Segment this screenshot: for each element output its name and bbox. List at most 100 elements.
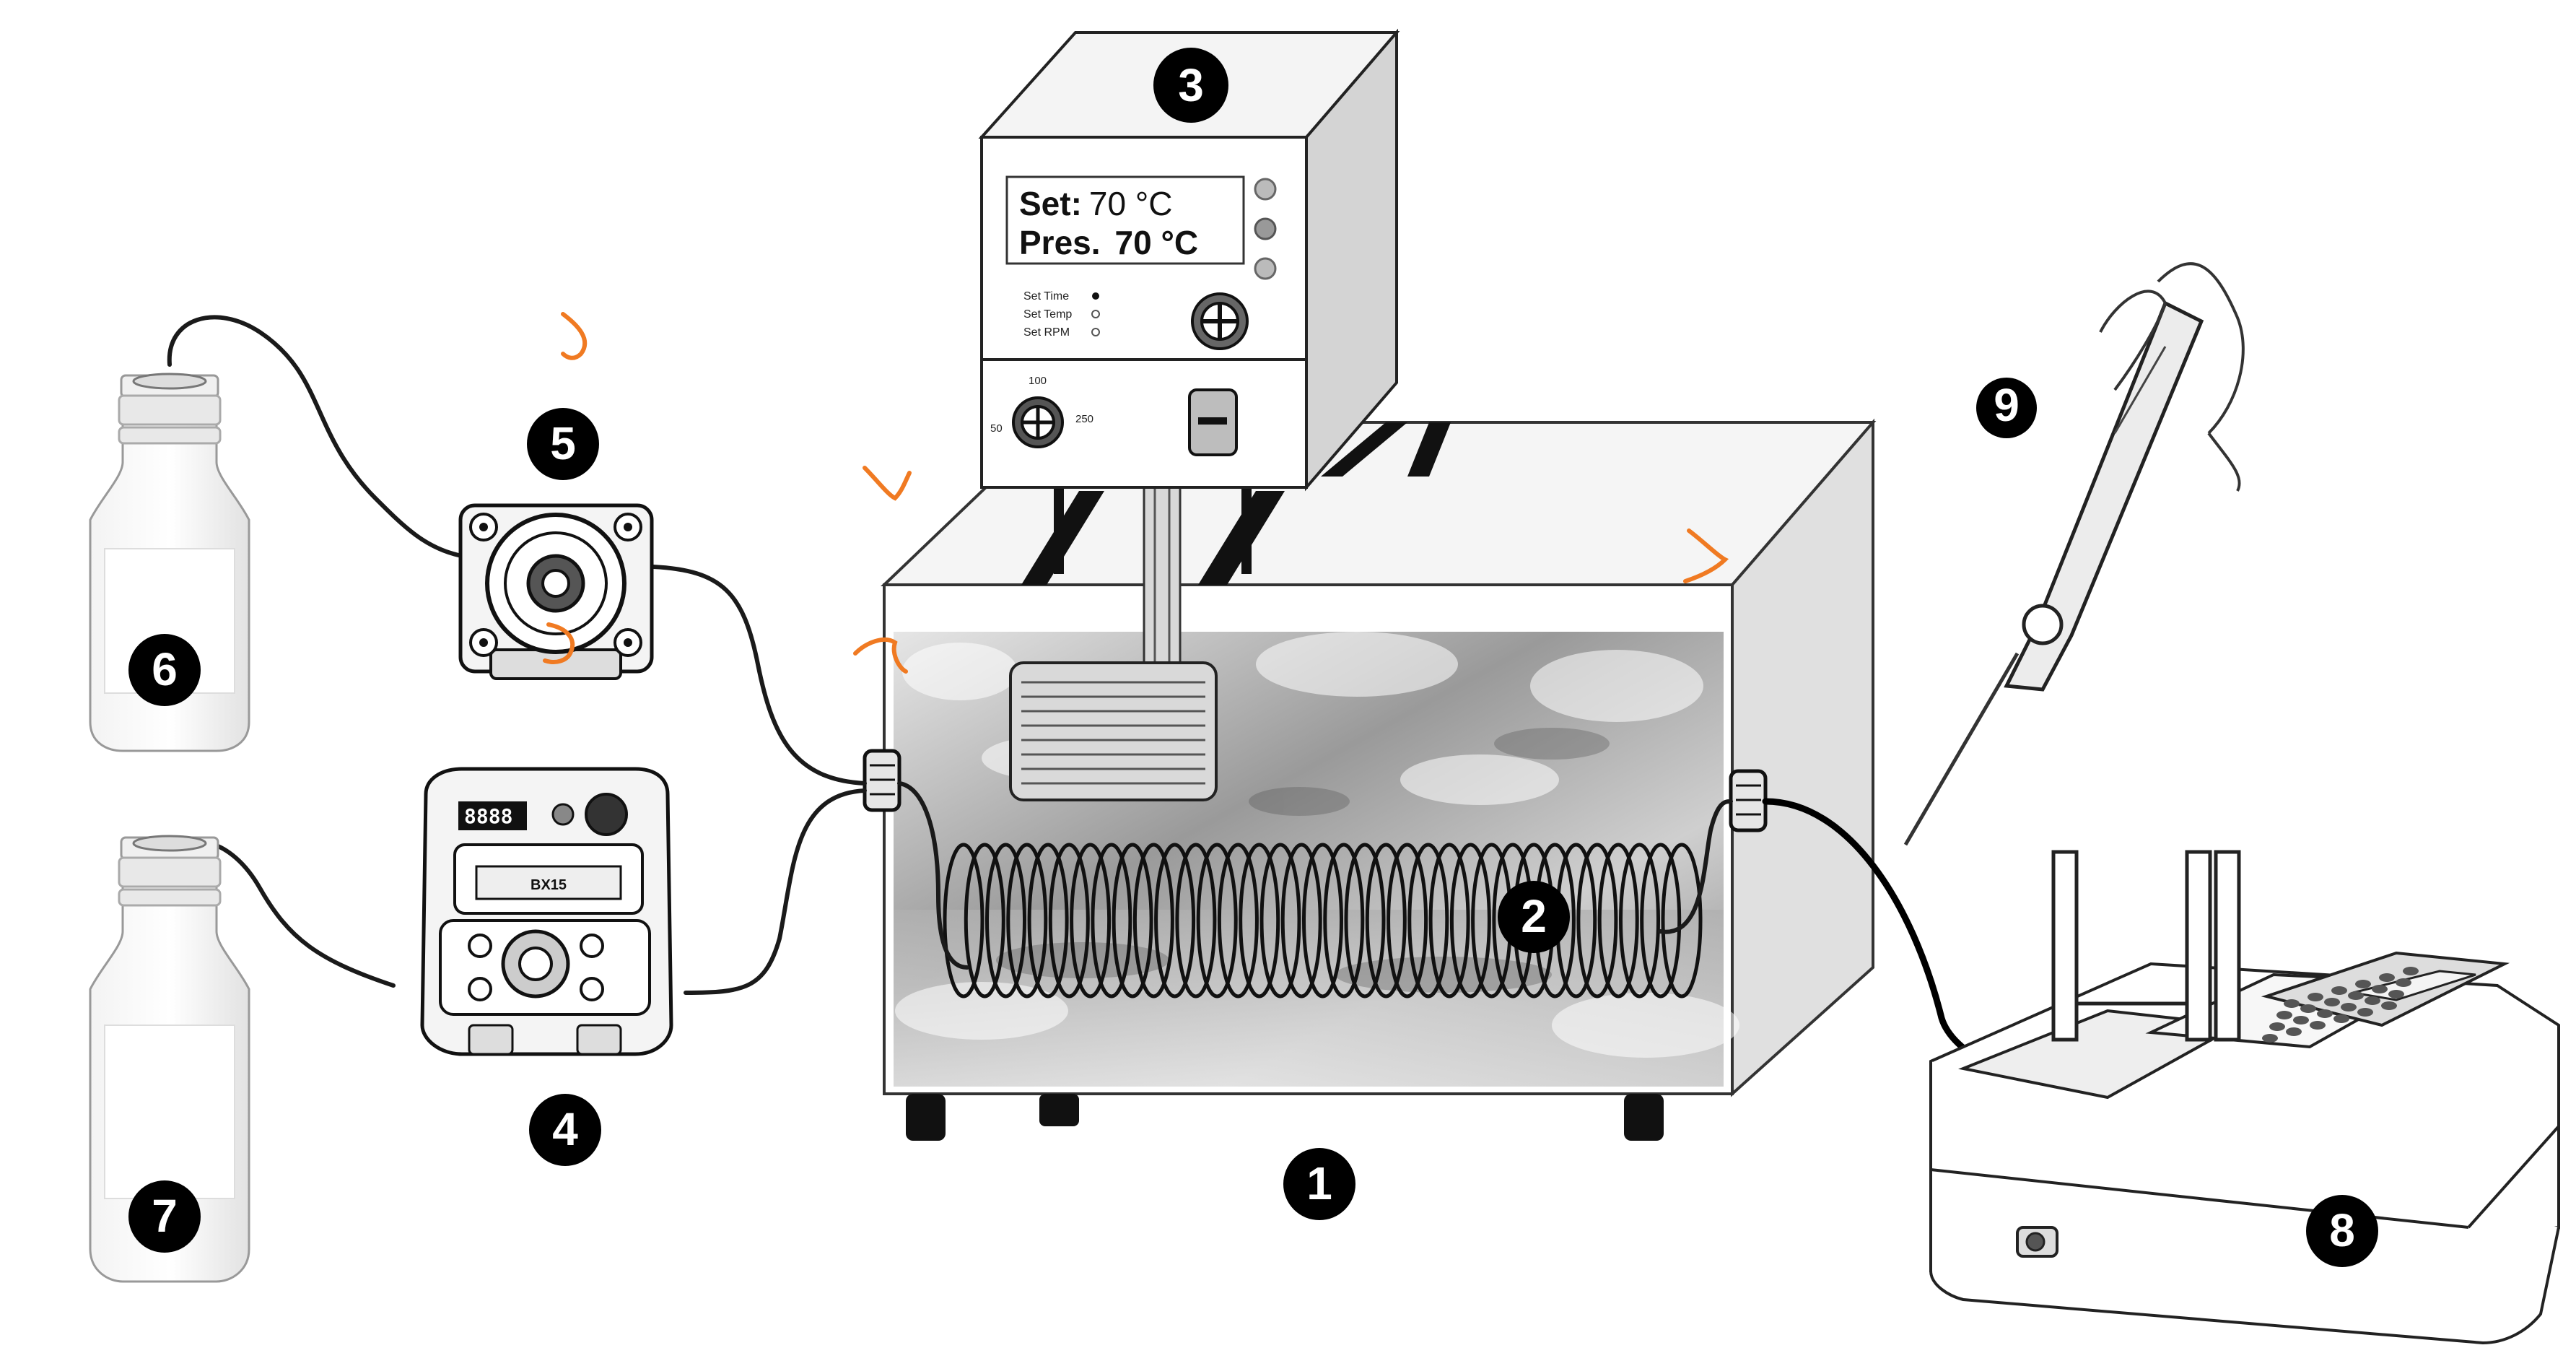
callout-badge-3	[1153, 48, 1228, 123]
keypad-key[interactable]	[2308, 993, 2323, 1001]
keypad-key[interactable]	[2293, 1016, 2309, 1024]
keypad-key[interactable]	[2372, 985, 2388, 993]
callout-badge-6	[128, 634, 201, 706]
coil-loop	[1661, 843, 1703, 999]
keypad-key[interactable]	[2355, 980, 2371, 988]
coil-loop	[1006, 843, 1048, 999]
spectro-keypad[interactable]	[2262, 967, 2419, 1043]
callout-badge-8	[2306, 1195, 2378, 1267]
dial-label-50: 50	[990, 422, 1003, 435]
svg-text:Pres.70 °C: Pres. 70 °C	[1019, 224, 1198, 261]
coil-loop	[1027, 843, 1069, 999]
callout-label-5: 5	[550, 417, 576, 469]
coil-loop	[1619, 843, 1660, 999]
controller-stand	[1021, 422, 1451, 585]
callout-label-4: 4	[552, 1103, 578, 1155]
coil-loop	[1259, 843, 1301, 999]
callout-badge-2	[1498, 881, 1570, 953]
keypad-key[interactable]	[2396, 978, 2411, 987]
coil-loop	[1132, 843, 1174, 999]
coil-loop	[1280, 843, 1322, 999]
keypad-key[interactable]	[2333, 1014, 2349, 1023]
pump-model: BX15	[531, 877, 567, 893]
callout-label-1: 1	[1306, 1157, 1332, 1209]
lcd-present-key: Pres.	[1019, 224, 1101, 261]
coil-loop	[1344, 843, 1386, 999]
peristaltic-pump-4: 8888 BX15	[420, 767, 673, 1056]
pump-display	[458, 801, 527, 830]
speed-dial[interactable]	[1012, 396, 1064, 448]
keypad-key[interactable]	[2276, 1011, 2292, 1019]
keypad-key[interactable]	[2388, 990, 2404, 999]
coil-loop	[1175, 843, 1217, 999]
thermometer-probe	[1903, 262, 2245, 846]
lcd-display	[1005, 175, 1245, 265]
power-switch[interactable]	[1188, 388, 1238, 456]
callout-label-6: 6	[152, 643, 178, 695]
navigation-knob[interactable]	[1191, 292, 1249, 350]
reagent-bottle-7	[89, 835, 250, 1283]
keypad-key[interactable]	[2269, 1022, 2285, 1031]
lcd-set-value: 70 °C	[1089, 185, 1173, 222]
temperature-controller: Set:70 °C Pres.70 °C Set Time Set Temp S…	[978, 28, 1400, 492]
lcd-present-value: 70 °C	[1115, 224, 1199, 261]
svg-text:Set:70 °C: Set:70 °C	[1019, 185, 1172, 222]
immersion-heater	[1009, 486, 1218, 801]
bath-foot	[1039, 1094, 1079, 1126]
coil-loop	[985, 843, 1026, 999]
diaphragm-pump-5	[458, 503, 654, 680]
keypad-key[interactable]	[2286, 1027, 2302, 1036]
callout-badge-5	[527, 408, 599, 480]
dial-label-250: 250	[1075, 413, 1093, 425]
callout-label-3: 3	[1178, 59, 1204, 111]
outlet-fitting	[1729, 769, 1768, 832]
pump-display-text: 8888	[464, 804, 512, 828]
callout-label-2: 2	[1521, 890, 1547, 942]
coil-loop	[1597, 843, 1639, 999]
keypad-key[interactable]	[2324, 998, 2340, 1006]
keypad-key[interactable]	[2341, 1003, 2357, 1012]
keypad-key[interactable]	[2348, 991, 2364, 1000]
keypad-key[interactable]	[2365, 996, 2380, 1005]
callout-badge-9	[1976, 378, 2037, 438]
coil-loop	[1239, 843, 1280, 999]
coil-loop	[1387, 843, 1428, 999]
coil-loop	[943, 843, 984, 999]
menu-set-rpm[interactable]: Set RPM	[1023, 326, 1070, 339]
keypad-key[interactable]	[2403, 967, 2419, 975]
callout-label-9: 9	[1994, 379, 2020, 431]
coil-loop	[1449, 843, 1491, 999]
keypad-key[interactable]	[2310, 1021, 2326, 1030]
bath-foot	[1624, 1094, 1664, 1141]
coil-loop	[1091, 843, 1132, 999]
coil-loop	[1154, 843, 1196, 999]
coil-loop	[1070, 843, 1112, 999]
bath-foot	[906, 1094, 946, 1141]
indicator-light	[1254, 257, 1277, 280]
menu-set-time[interactable]: Set Time	[1023, 290, 1069, 303]
keypad-key[interactable]	[2317, 1009, 2333, 1018]
keypad-key[interactable]	[2331, 986, 2347, 995]
keypad-key[interactable]	[2379, 973, 2395, 982]
pump-knob[interactable]	[585, 793, 628, 836]
keypad-key[interactable]	[2381, 1001, 2397, 1010]
callout-badge-4	[529, 1094, 601, 1166]
callout-label-8: 8	[2329, 1204, 2355, 1256]
coil-loop	[1323, 843, 1365, 999]
callout-badge-1	[1283, 1148, 1355, 1220]
indicator-light	[1254, 217, 1277, 240]
coil-loop	[1196, 843, 1238, 999]
coil-reactor	[943, 843, 1703, 999]
callout-badge-7	[128, 1180, 201, 1253]
keypad-key[interactable]	[2262, 1034, 2278, 1043]
keypad-key[interactable]	[2300, 1004, 2316, 1013]
menu-set-temp[interactable]: Set Temp	[1023, 308, 1072, 321]
keypad-key[interactable]	[2357, 1008, 2373, 1017]
coil-loop	[1428, 843, 1470, 999]
coil-loop	[1640, 843, 1682, 999]
spectrophotometer	[1929, 850, 2560, 1345]
indicator-light	[1254, 178, 1277, 201]
coil-loop	[964, 843, 1005, 999]
keypad-key[interactable]	[2284, 999, 2300, 1008]
